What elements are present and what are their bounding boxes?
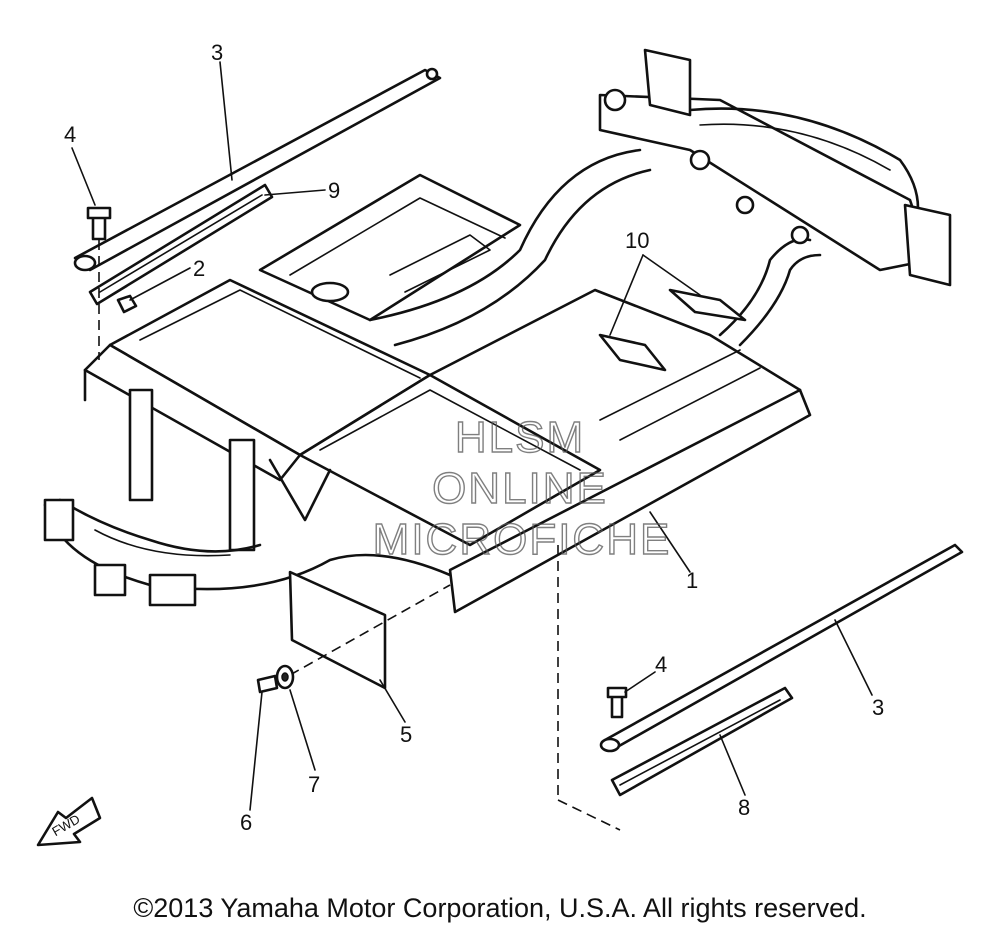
watermark-line-1: HLSM [455, 413, 585, 462]
label-part-10: 10 [625, 228, 649, 253]
copyright-notice: ©2013 Yamaha Motor Corporation, U.S.A. A… [133, 893, 867, 923]
watermark: HLSM ONLINE MICROFICHE [372, 412, 672, 564]
label-part-1: 1 [686, 568, 698, 593]
pad-part-10 [598, 288, 747, 372]
label-part-3-lower: 3 [872, 695, 884, 720]
label-part-5: 5 [400, 722, 412, 747]
part-labels: 1 2 3 4 5 6 7 8 9 10 3 4 [64, 40, 884, 835]
frame-assembly [43, 48, 952, 614]
label-part-6: 6 [240, 810, 252, 835]
watermark-line-3: MICROFICHE [373, 515, 672, 564]
fwd-arrow: FWD [36, 796, 102, 847]
label-part-4-upper: 4 [64, 122, 76, 147]
plate-assembly [256, 570, 451, 694]
label-part-9: 9 [328, 178, 340, 203]
label-part-4-lower: 4 [655, 652, 667, 677]
lower-strap-assembly [557, 543, 964, 831]
watermark-line-2: ONLINE [432, 464, 608, 513]
label-part-8: 8 [738, 795, 750, 820]
label-part-3-upper: 3 [211, 40, 223, 65]
upper-strap-assembly [73, 67, 442, 360]
label-part-2: 2 [193, 256, 205, 281]
label-part-7: 7 [308, 772, 320, 797]
leader-lines [71, 61, 873, 811]
